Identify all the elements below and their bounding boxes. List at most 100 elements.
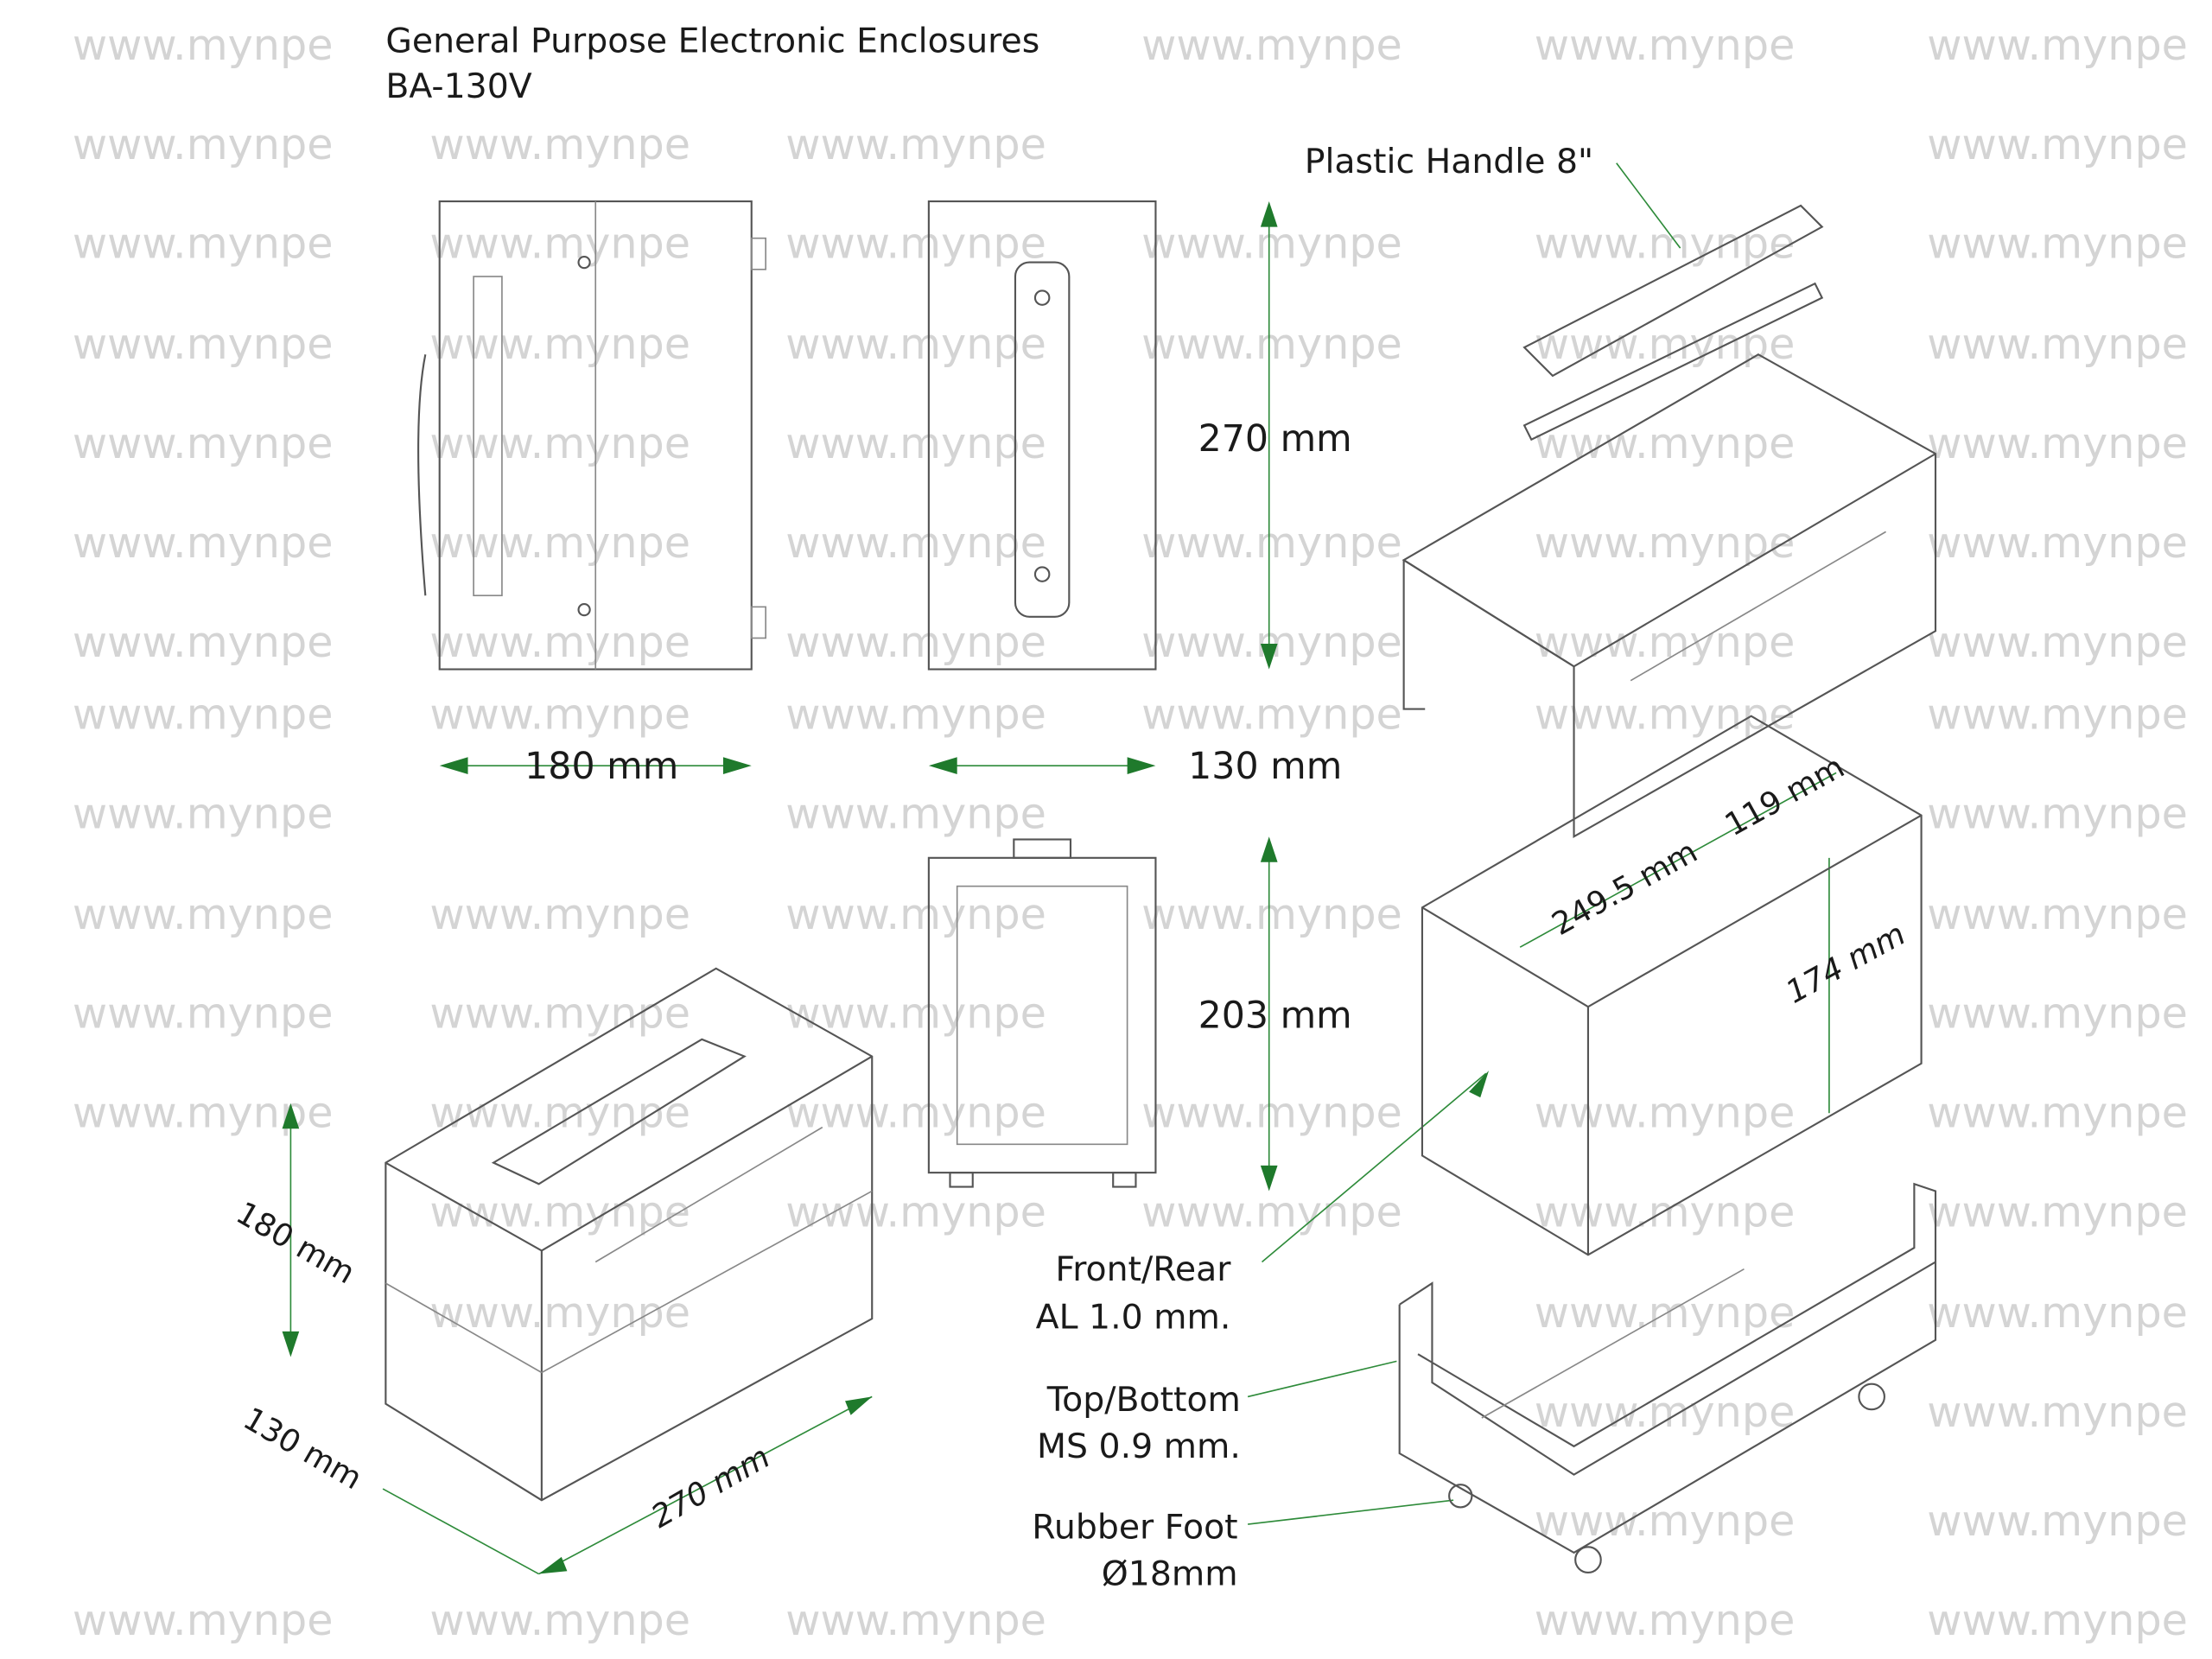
frame-height-dimension: 174 mm: [1779, 915, 1911, 1011]
watermark-text: www.mynpe: [785, 119, 1046, 169]
watermark-text: www.mynpe: [1535, 1595, 1796, 1645]
watermark-layer: www.mynpe www.mynpe www.mynpe www.mynpe www.…: [73, 20, 2188, 1645]
watermark-text: www.mynpe: [1927, 788, 2188, 838]
front-view: [927, 200, 1157, 671]
watermark-text: www.mynpe: [73, 518, 334, 568]
watermark-text: www.mynpe: [1927, 1387, 2188, 1437]
frame-length-dimension: 249.5 mm: [1546, 833, 1704, 943]
watermark-text: www.mynpe: [1535, 1287, 1796, 1338]
watermark-text: www.mynpe: [73, 689, 334, 739]
watermark-text: www.mynpe: [1927, 1287, 2188, 1338]
watermark-text: www.mynpe: [429, 219, 690, 269]
watermark-text: www.mynpe: [1927, 689, 2188, 739]
watermark-text: www.mynpe: [73, 1088, 334, 1138]
watermark-text: www.mynpe: [1927, 617, 2188, 667]
watermark-text: www.mynpe: [785, 518, 1046, 568]
watermark-text: www.mynpe: [785, 319, 1046, 369]
watermark-text: www.mynpe: [1927, 418, 2188, 468]
inner-height-dimension: 203 mm: [1198, 995, 1352, 1038]
front-rear-material: AL 1.0 mm.: [1036, 1298, 1231, 1338]
watermark-text: www.mynpe: [1927, 1088, 2188, 1138]
watermark-text: www.mynpe: [1927, 1186, 2188, 1236]
watermark-text: www.mynpe: [73, 20, 334, 70]
watermark-text: www.mynpe: [785, 1595, 1046, 1645]
watermark-text: www.mynpe: [429, 1088, 690, 1138]
height-dimension: 270 mm: [1198, 417, 1352, 461]
watermark-text: www.mynpe: [1141, 20, 1402, 70]
watermark-text: www.mynpe: [73, 617, 334, 667]
watermark-text: www.mynpe: [429, 1595, 690, 1645]
watermark-text: www.mynpe: [73, 319, 334, 369]
front-rear-label: Front/Rear: [1055, 1249, 1231, 1289]
watermark-text: www.mynpe: [1141, 1088, 1402, 1138]
assembled-enclosure-iso: [385, 967, 874, 1502]
watermark-text: www.mynpe: [785, 689, 1046, 739]
width-dimension: 180 mm: [524, 745, 678, 788]
watermark-text: www.mynpe: [785, 219, 1046, 269]
watermark-text: www.mynpe: [429, 319, 690, 369]
watermark-text: www.mynpe: [1535, 319, 1796, 369]
watermark-text: www.mynpe: [1535, 1387, 1796, 1437]
watermark-text: www.mynpe: [429, 617, 690, 667]
watermark-text: www.mynpe: [429, 988, 690, 1039]
watermark-text: www.mynpe: [1535, 1496, 1796, 1546]
exploded-parts: [1398, 204, 1937, 1573]
rear-view: [927, 838, 1157, 1188]
watermark-text: www.mynpe: [1141, 518, 1402, 568]
frame-width-dimension: 119 mm: [1719, 747, 1851, 843]
watermark-text: www.mynpe: [1927, 889, 2188, 939]
rubber-foot-label: Rubber Foot: [1032, 1508, 1237, 1548]
iso-length-dimension: 270 mm: [645, 1438, 776, 1535]
watermark-text: www.mynpe: [1535, 689, 1796, 739]
iso-height-dimension: 180 mm: [230, 1194, 361, 1292]
watermark-text: www.mynpe: [785, 889, 1046, 939]
watermark-text: www.mynpe: [1141, 1186, 1402, 1236]
watermark-text: www.mynpe: [1535, 518, 1796, 568]
watermark-text: www.mynpe: [1927, 119, 2188, 169]
watermark-text: www.mynpe: [1927, 20, 2188, 70]
watermark-text: www.mynpe: [785, 1186, 1046, 1236]
watermark-text: www.mynpe: [785, 788, 1046, 838]
watermark-text: www.mynpe: [785, 1088, 1046, 1138]
dimension-lines: [282, 162, 1837, 1575]
watermark-text: www.mynpe: [429, 518, 690, 568]
watermark-text: www.mynpe: [1927, 319, 2188, 369]
watermark-text: www.mynpe: [73, 788, 334, 838]
watermark-text: www.mynpe: [73, 889, 334, 939]
watermark-text: www.mynpe: [1141, 319, 1402, 369]
watermark-text: www.mynpe: [1535, 20, 1796, 70]
watermark-text: www.mynpe: [73, 418, 334, 468]
watermark-text: www.mynpe: [429, 418, 690, 468]
drawing-title: General Purpose Electronic Enclosures: [385, 22, 1039, 61]
watermark-text: www.mynpe: [1141, 689, 1402, 739]
watermark-text: www.mynpe: [785, 988, 1046, 1039]
watermark-text: www.mynpe: [73, 119, 334, 169]
watermark-text: www.mynpe: [429, 889, 690, 939]
watermark-text: www.mynpe: [73, 1595, 334, 1645]
rubber-foot-size: Ø18mm: [1102, 1554, 1238, 1594]
watermark-text: www.mynpe: [785, 617, 1046, 667]
watermark-text: www.mynpe: [429, 119, 690, 169]
watermark-text: www.mynpe: [1927, 219, 2188, 269]
side-view: [417, 200, 766, 671]
watermark-text: www.mynpe: [1927, 518, 2188, 568]
handle-label: Plastic Handle 8": [1305, 142, 1593, 181]
watermark-text: www.mynpe: [73, 219, 334, 269]
watermark-text: www.mynpe: [429, 1287, 690, 1338]
top-bottom-label: Top/Bottom: [1046, 1380, 1241, 1420]
watermark-text: www.mynpe: [1535, 617, 1796, 667]
watermark-text: www.mynpe: [1927, 1496, 2188, 1546]
watermark-text: www.mynpe: [73, 988, 334, 1039]
watermark-text: www.mynpe: [429, 689, 690, 739]
top-bottom-material: MS 0.9 mm.: [1037, 1427, 1241, 1466]
model-number: BA-130V: [385, 67, 531, 106]
watermark-text: www.mynpe: [1927, 988, 2188, 1039]
watermark-text: www.mynpe: [785, 418, 1046, 468]
watermark-text: www.mynpe: [1927, 1595, 2188, 1645]
watermark-text: www.mynpe: [1141, 889, 1402, 939]
watermark-text: www.mynpe: [1535, 1088, 1796, 1138]
iso-depth-dimension: 130 mm: [237, 1400, 368, 1497]
watermark-text: www.mynpe: [1535, 219, 1796, 269]
